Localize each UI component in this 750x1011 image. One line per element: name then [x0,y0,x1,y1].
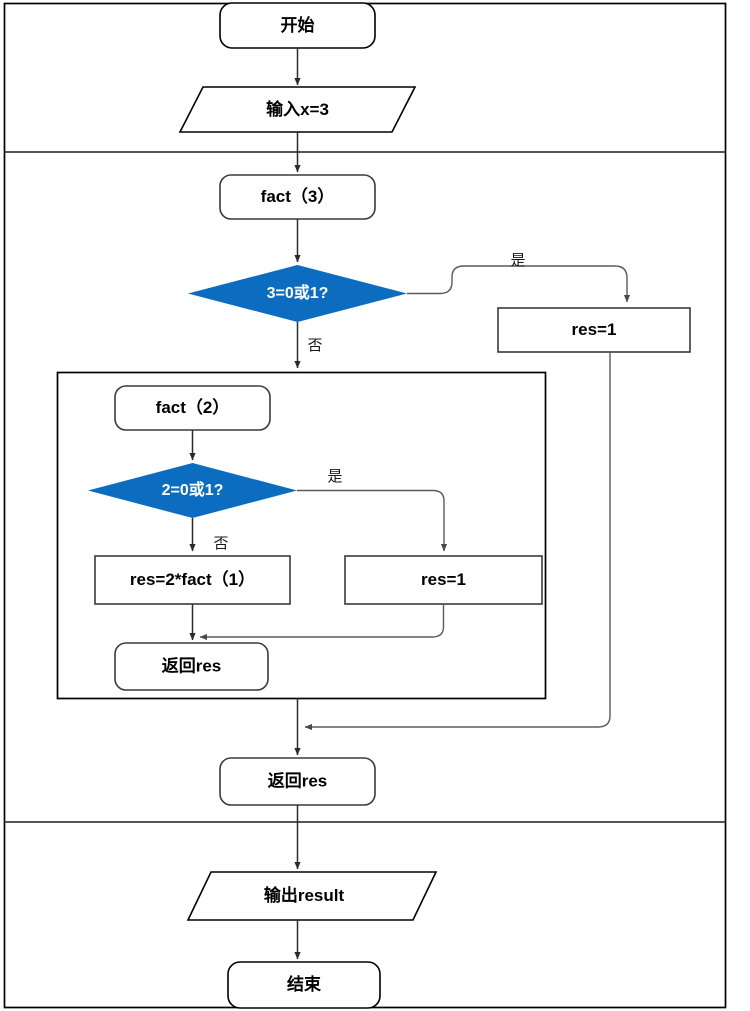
end-label: 结束 [287,974,321,994]
input-x-label: 输入x=3 [266,99,329,119]
node-output-result[interactable]: 输出result [186,871,438,921]
node-decision2[interactable]: 2=0或1? [88,463,297,518]
node-end[interactable]: 结束 [227,961,381,1009]
recursion-subframe [56,371,547,700]
decision2-shape [88,463,297,518]
decision3-shape [188,265,407,322]
node-res1-outer[interactable]: res=1 [497,307,691,353]
node-decision3[interactable]: 3=0或1? [188,265,407,322]
input-x-shape [178,86,417,133]
node-return-res-inner[interactable]: 返回res [114,642,269,691]
node-res-rec-inner[interactable]: res=2*fact（1） [94,555,291,605]
edge-label-no-outer: 否 [307,337,322,354]
edge-label-yes-outer: 是 [510,252,525,269]
edge-res1-inner-to-merge [199,604,445,641]
res-rec-inner-label: res=2*fact（1） [130,569,255,589]
outer-frame [3,2,727,1009]
res1-inner-label: res=1 [421,570,466,589]
node-res1-inner[interactable]: res=1 [344,555,543,605]
end-shape [227,961,381,1009]
edge-decision2-yes [297,489,448,552]
res1-outer-shape [497,307,691,353]
node-fact3[interactable]: fact（3） [219,174,376,220]
edge-label-no-inner: 否 [213,535,228,552]
node-fact2[interactable]: fact（2） [114,385,271,431]
return-res-inner-shape [114,642,269,691]
res1-inner-shape [344,555,543,605]
node-return-res-outer[interactable]: 返回res [219,757,376,806]
output-result-shape [186,871,438,921]
edge-decision3-yes [407,265,631,303]
fact3-label: fact（3） [261,186,335,206]
fact2-label: fact（2） [156,397,230,417]
output-result-label: 输出result [264,885,345,905]
start-label: 开始 [281,15,315,35]
edge-label-yes-inner: 是 [327,468,342,485]
node-start[interactable]: 开始 [219,2,376,49]
edge-res1-outer-to-merge [304,352,611,731]
decision3-label: 3=0或1? [267,283,329,302]
return-res-outer-label: 返回res [268,771,328,790]
node-input-x[interactable]: 输入x=3 [178,86,417,133]
res1-outer-label: res=1 [572,320,617,339]
return-res-inner-label: 返回res [162,656,222,675]
decision2-label: 2=0或1? [162,480,224,499]
res-rec-inner-shape [94,555,291,605]
